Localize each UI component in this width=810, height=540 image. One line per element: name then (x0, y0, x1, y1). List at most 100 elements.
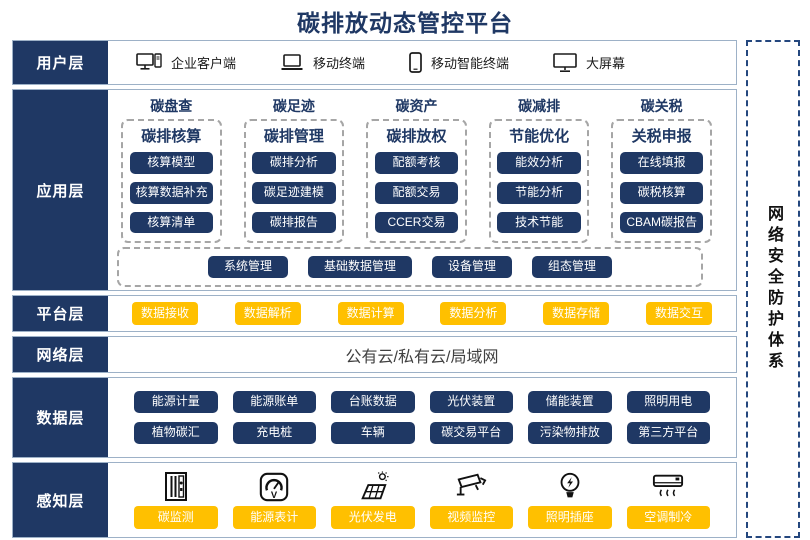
user-item-label: 移动终端 (313, 56, 366, 71)
layer-label-sensing: 感知层 (13, 463, 108, 537)
app-column-box: 碳排管理 碳排分析 碳足迹建模 碳排报告 (243, 119, 345, 244)
desktop-pc-icon (136, 52, 162, 73)
layer-label-network: 网络层 (13, 337, 108, 372)
layer-label-application: 应用层 (13, 90, 108, 290)
data-pill: 储能装置 (528, 391, 612, 413)
data-pill: 照明用电 (626, 391, 710, 413)
cctv-camera-icon (453, 468, 489, 506)
app-management-row: 系统管理 基础数据管理 设备管理 组态管理 (117, 247, 703, 287)
data-items: 能源计量 能源账单 台账数据 光伏装置 储能装置 照明用电 植物碳汇 充电桩 车… (108, 378, 736, 457)
app-module-pill: 碳排报告 (252, 211, 336, 234)
app-module-pill: 节能分析 (497, 181, 581, 204)
app-column-subtitle: 碳排放权 (386, 128, 447, 145)
user-layer-items: 企业客户端 移动终端 移动智能终端 (108, 41, 736, 84)
sense-cell-energy-meter: V 能源表计 (232, 468, 316, 530)
app-module-pill: 能效分析 (497, 152, 581, 174)
app-column-box: 碳排核算 核算模型 核算数据补充 核算清单 (121, 119, 222, 244)
user-item-enterprise-client: 企业客户端 (136, 52, 237, 73)
app-column-header: 碳资产 (395, 98, 438, 114)
app-module-pill: 碳税核算 (620, 181, 704, 204)
data-pill: 台账数据 (331, 391, 415, 413)
app-column-header: 碳盘查 (150, 98, 193, 114)
application-layer-band: 应用层 碳盘查 碳排核算 核算模型 核算数据补充 核算清单 碳足迹 (12, 89, 737, 291)
app-column-carbon-footprint: 碳足迹 碳排管理 碳排分析 碳足迹建模 碳排报告 (243, 96, 345, 244)
app-management-pill: 基础数据管理 (307, 256, 412, 278)
app-module-pill: 碳排分析 (252, 152, 336, 174)
network-content: 公有云/私有云/局域网 (345, 348, 499, 366)
user-item-label: 企业客户端 (171, 56, 237, 71)
app-module-pill: 在线填报 (620, 152, 704, 174)
user-item-label: 移动智能终端 (431, 56, 510, 71)
page-title: 碳排放动态管控平台 (297, 10, 513, 36)
app-column-header: 碳减排 (518, 98, 561, 114)
sense-pill: 空调制冷 (626, 506, 710, 530)
user-layer-band: 用户层 企业客户端 (12, 40, 737, 85)
layer-label-user: 用户层 (13, 41, 108, 84)
app-module-pill: 碳足迹建模 (252, 181, 336, 204)
sense-pill: 能源表计 (232, 506, 316, 530)
sensing-layer-band: 感知层 碳监测 (12, 462, 737, 538)
sense-cell-lighting-socket: 照明插座 (528, 468, 612, 530)
app-column-subtitle: 碳排核算 (141, 128, 202, 145)
app-module-pill: 核算数据补充 (129, 181, 213, 204)
app-module-pill: 配额交易 (374, 181, 459, 204)
app-management-pill: 系统管理 (207, 256, 288, 278)
app-column-header: 碳足迹 (272, 98, 315, 114)
sense-cell-carbon-monitoring: 碳监测 (134, 468, 218, 530)
air-conditioner-icon (650, 468, 686, 506)
network-security-panel: 网络安全防护体系 (746, 40, 800, 538)
layer-label-platform: 平台层 (13, 296, 108, 331)
app-column-box: 节能优化 能效分析 节能分析 技术节能 (488, 119, 590, 244)
platform-pill: 数据存储 (543, 301, 610, 326)
app-column-carbon-inventory: 碳盘查 碳排核算 核算模型 核算数据补充 核算清单 (121, 96, 222, 244)
app-module-pill: 核算清单 (129, 211, 213, 234)
solar-panel-icon (355, 468, 391, 506)
cabinet-icon (162, 468, 190, 506)
app-column-carbon-reduction: 碳减排 节能优化 能效分析 节能分析 技术节能 (488, 96, 590, 244)
user-item-smart-mobile: 移动智能终端 (409, 52, 509, 73)
sense-pill: 碳监测 (134, 506, 218, 530)
data-layer-band: 数据层 能源计量 能源账单 台账数据 光伏装置 储能装置 照明用电 植物碳汇 充… (12, 377, 737, 458)
app-management-pill: 组态管理 (532, 256, 613, 278)
application-columns: 碳盘查 碳排核算 核算模型 核算数据补充 核算清单 碳足迹 碳排管理 (121, 96, 712, 244)
layer-label-data: 数据层 (13, 378, 108, 457)
user-item-label: 大屏幕 (586, 56, 626, 71)
sense-cell-video-surveillance: 视频监控 (429, 468, 513, 530)
data-pill: 充电桩 (232, 422, 316, 444)
app-column-subtitle: 关税申报 (631, 128, 692, 145)
data-pill: 能源账单 (232, 391, 316, 413)
app-module-pill: 核算模型 (129, 152, 213, 174)
platform-pill: 数据解析 (234, 301, 301, 326)
platform-items: 数据接收 数据解析 数据计算 数据分析 数据存储 数据交互 (108, 296, 736, 331)
app-column-box: 碳排放权 配额考核 配额交易 CCER交易 (366, 119, 467, 244)
network-security-text: 网络安全防护体系 (765, 205, 782, 373)
platform-layer-band: 平台层 数据接收 数据解析 数据计算 数据分析 数据存储 数据交互 (12, 295, 737, 332)
app-column-box: 关税申报 在线填报 碳税核算 CBAM碳报告 (611, 119, 712, 244)
platform-pill: 数据交互 (645, 301, 712, 326)
platform-pill: 数据接收 (132, 301, 198, 326)
data-pill: 碳交易平台 (429, 422, 513, 444)
app-column-header: 碳关税 (640, 98, 683, 114)
data-pill: 植物碳汇 (134, 422, 218, 444)
sense-cell-pv-generation: 光伏发电 (331, 468, 415, 530)
data-pill: 能源计量 (134, 391, 218, 413)
app-column-subtitle: 节能优化 (509, 128, 570, 145)
big-screen-icon (553, 52, 577, 73)
data-pill: 第三方平台 (626, 422, 710, 444)
sense-pill: 光伏发电 (331, 506, 415, 530)
app-module-pill: 配额考核 (374, 152, 459, 174)
network-layer-band: 网络层 公有云/私有云/局域网 (12, 336, 737, 373)
sense-pill: 照明插座 (528, 506, 612, 530)
app-column-subtitle: 碳排管理 (263, 128, 324, 145)
svg-text:V: V (271, 489, 278, 500)
sensing-items: 碳监测 V 能源表计 (108, 463, 736, 537)
app-module-pill: 技术节能 (497, 211, 581, 234)
light-bulb-icon (557, 468, 583, 506)
data-pill: 污染物排放 (528, 422, 612, 444)
laptop-icon (280, 53, 304, 72)
sense-cell-air-conditioning: 空调制冷 (626, 468, 710, 530)
platform-pill: 数据分析 (440, 301, 507, 326)
app-module-pill: CBAM碳报告 (620, 211, 704, 234)
smartphone-icon (409, 52, 422, 73)
user-item-mobile-terminal: 移动终端 (280, 53, 365, 72)
